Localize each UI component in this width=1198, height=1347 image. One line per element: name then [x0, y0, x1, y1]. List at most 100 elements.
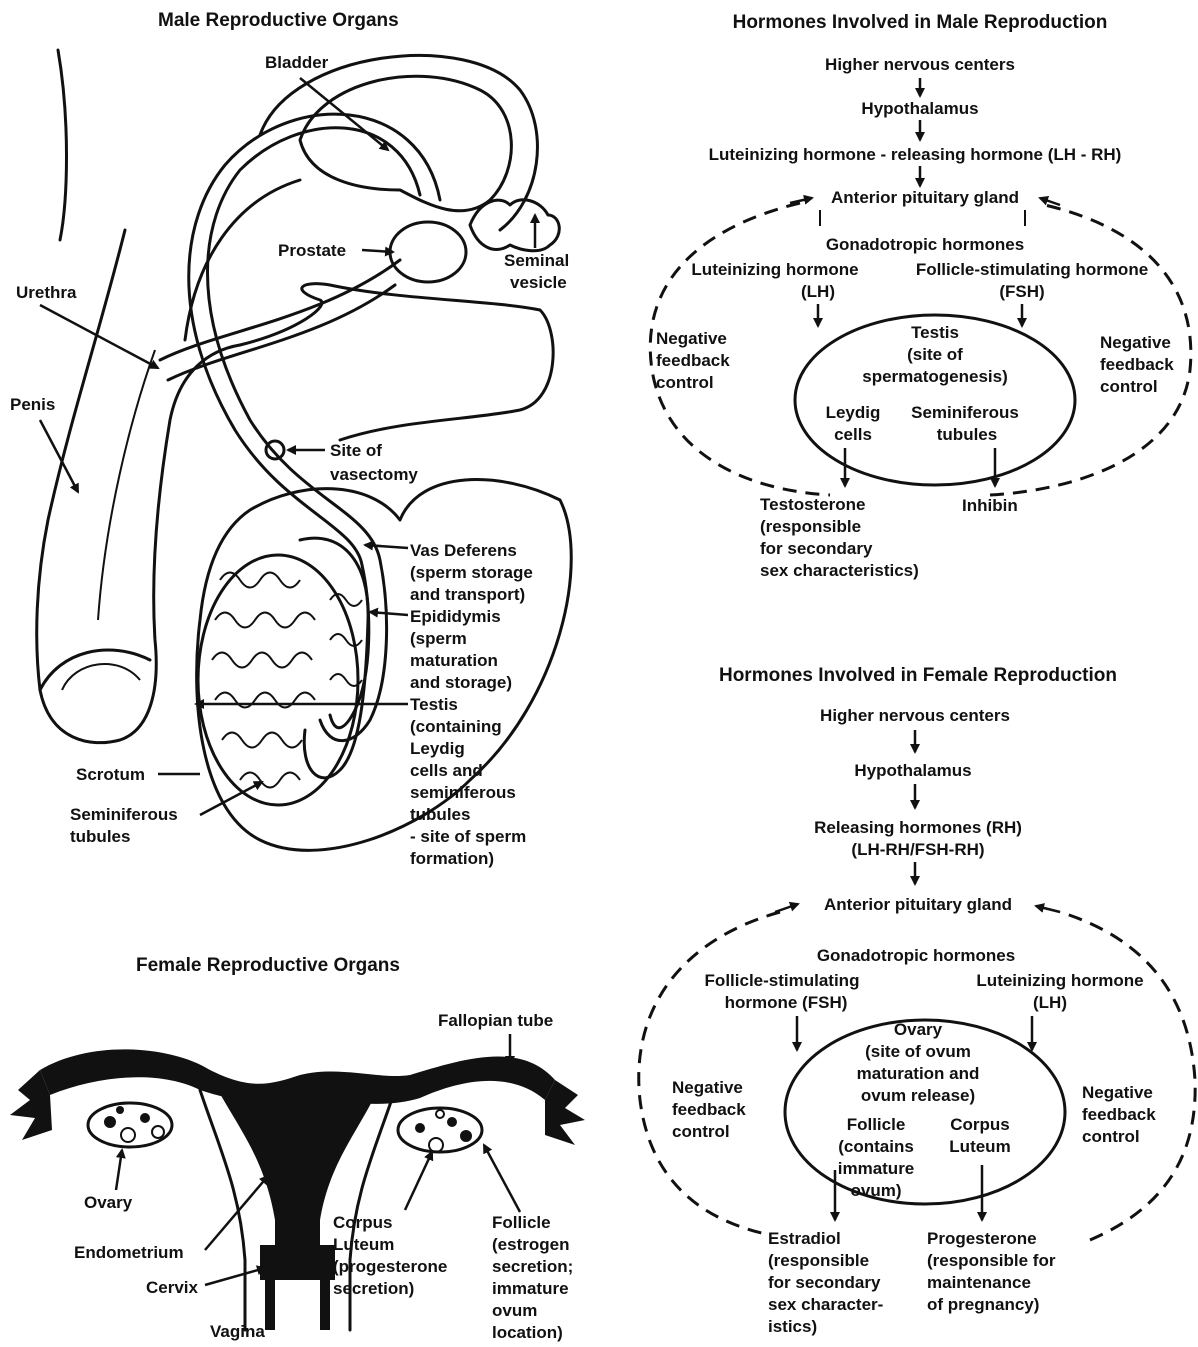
male-hormones-diagram: Hormones Involved in Male Reproduction H… [650, 12, 1191, 580]
female-follicle-2: (contains [838, 1137, 914, 1156]
female-releasing-2: (LH-RH/FSH-RH) [851, 840, 984, 859]
male-testosterone-4: sex characteristics) [760, 561, 919, 580]
male-testis-3: spermatogenesis) [862, 367, 1008, 386]
female-estradiol-5: istics) [768, 1317, 817, 1336]
label-fallopian-tube: Fallopian tube [438, 1011, 553, 1030]
male-gonadotropic: Gonadotropic hormones [826, 235, 1024, 254]
arrow-penis [40, 420, 78, 492]
female-estradiol-4: sex character- [768, 1295, 883, 1314]
female-fsh-2: hormone (FSH) [725, 993, 848, 1012]
female-estradiol-1: Estradiol [768, 1229, 841, 1248]
svg-text:(sperm: (sperm [410, 629, 467, 648]
female-progesterone-1: Progesterone [927, 1229, 1037, 1248]
label-prostate: Prostate [278, 241, 346, 260]
svg-text:Vas Deferens: Vas Deferens [410, 541, 517, 560]
svg-text:cells and: cells and [410, 761, 483, 780]
male-seminiferous-2: tubules [937, 425, 997, 444]
female-ovary-2: (site of ovum [865, 1042, 971, 1061]
female-estradiol-2: (responsible [768, 1251, 869, 1270]
arrow-pit-left-in [790, 198, 812, 203]
svg-text:maturation: maturation [410, 651, 498, 670]
arrow-pit-right-in [1040, 198, 1060, 205]
label-seminiferous-2: tubules [70, 827, 130, 846]
svg-text:(containing: (containing [410, 717, 502, 736]
male-neg-left-2: feedback [656, 351, 730, 370]
female-hormones-diagram: Hormones Involved in Female Reproduction… [639, 665, 1195, 1336]
male-testosterone-1: Testosterone [760, 495, 866, 514]
male-hypothalamus: Hypothalamus [861, 99, 978, 118]
svg-text:Epididymis: Epididymis [410, 607, 501, 626]
male-fsh-1: Follicle-stimulating hormone [916, 260, 1148, 279]
svg-text:and transport): and transport) [410, 585, 525, 604]
female-releasing-1: Releasing hormones (RH) [814, 818, 1022, 837]
label-penis: Penis [10, 395, 55, 414]
svg-text:secretion;: secretion; [492, 1257, 573, 1276]
female-neg-right-2: feedback [1082, 1105, 1156, 1124]
svg-text:location): location) [492, 1323, 563, 1342]
label-urethra: Urethra [16, 283, 77, 302]
female-progesterone-2: (responsible for [927, 1251, 1056, 1270]
svg-text:Testis: Testis [410, 695, 458, 714]
label-epididymis: Epididymis (sperm maturation and storage… [410, 607, 512, 692]
female-neg-left-3: control [672, 1122, 730, 1141]
label-follicle: Follicle (estrogen secretion; immature o… [492, 1213, 573, 1342]
female-follicle-3: immature [838, 1159, 915, 1178]
male-seminiferous-1: Seminiferous [911, 403, 1019, 422]
arrow-cervix [205, 1268, 265, 1285]
label-vasectomy-1: Site of [330, 441, 382, 460]
female-ovary-3: maturation and [857, 1064, 980, 1083]
arrow-follicle [484, 1145, 520, 1212]
arrow-f-pit-left-in [775, 904, 798, 912]
arrow-prostate [362, 250, 393, 252]
svg-text:immature: immature [492, 1279, 569, 1298]
female-gonadotropic: Gonadotropic hormones [817, 946, 1015, 965]
label-vasectomy-2: vasectomy [330, 465, 418, 484]
female-ovary-1: Ovary [894, 1020, 943, 1039]
female-higher-centers: Higher nervous centers [820, 706, 1010, 725]
svg-text:Luteum: Luteum [333, 1235, 394, 1254]
male-neg-right-2: feedback [1100, 355, 1174, 374]
label-ovary: Ovary [84, 1193, 133, 1212]
female-lh-1: Luteinizing hormone [976, 971, 1143, 990]
label-seminal-vesicle-2: vesicle [510, 273, 567, 292]
male-testis-2: (site of [907, 345, 963, 364]
svg-text:(sperm storage: (sperm storage [410, 563, 533, 582]
female-corpus-1: Corpus [950, 1115, 1010, 1134]
svg-text:and storage): and storage) [410, 673, 512, 692]
male-testosterone-2: (responsible [760, 517, 861, 536]
male-leydig-2: cells [834, 425, 872, 444]
label-cervix: Cervix [146, 1278, 199, 1297]
female-progesterone-3: maintenance [927, 1273, 1031, 1292]
female-pituitary: Anterior pituitary gland [824, 895, 1012, 914]
label-seminal-vesicle-1: Seminal [504, 251, 569, 270]
arrow-urethra [40, 305, 158, 368]
female-ovary-4: ovum release) [861, 1086, 975, 1105]
female-neg-left-2: feedback [672, 1100, 746, 1119]
female-lh-2: (LH) [1033, 993, 1067, 1012]
female-neg-right-1: Negative [1082, 1083, 1153, 1102]
male-fsh-2: (FSH) [999, 282, 1044, 301]
svg-text:(estrogen: (estrogen [492, 1235, 569, 1254]
female-hypothalamus: Hypothalamus [854, 761, 971, 780]
male-organs-title: Male Reproductive Organs [158, 10, 399, 31]
svg-text:secretion): secretion) [333, 1279, 414, 1298]
svg-text:Leydig: Leydig [410, 739, 465, 758]
female-follicle-1: Follicle [847, 1115, 906, 1134]
label-seminiferous-1: Seminiferous [70, 805, 178, 824]
male-pituitary: Anterior pituitary gland [831, 188, 1019, 207]
female-follicle-4: ovum) [851, 1181, 902, 1200]
male-neg-left-1: Negative [656, 329, 727, 348]
female-corpus-2: Luteum [949, 1137, 1010, 1156]
male-testosterone-3: for secondary [760, 539, 873, 558]
male-neg-right-1: Negative [1100, 333, 1171, 352]
male-testis-1: Testis [911, 323, 959, 342]
svg-text:Corpus: Corpus [333, 1213, 393, 1232]
male-neg-left-3: control [656, 373, 714, 392]
female-organs-title: Female Reproductive Organs [136, 955, 400, 976]
female-estradiol-3: for secondary [768, 1273, 881, 1292]
male-leydig-1: Leydig [826, 403, 881, 422]
arrow-epididymis [370, 612, 408, 615]
arrow-endometrium [205, 1176, 268, 1250]
svg-text:(progesterone: (progesterone [333, 1257, 447, 1276]
